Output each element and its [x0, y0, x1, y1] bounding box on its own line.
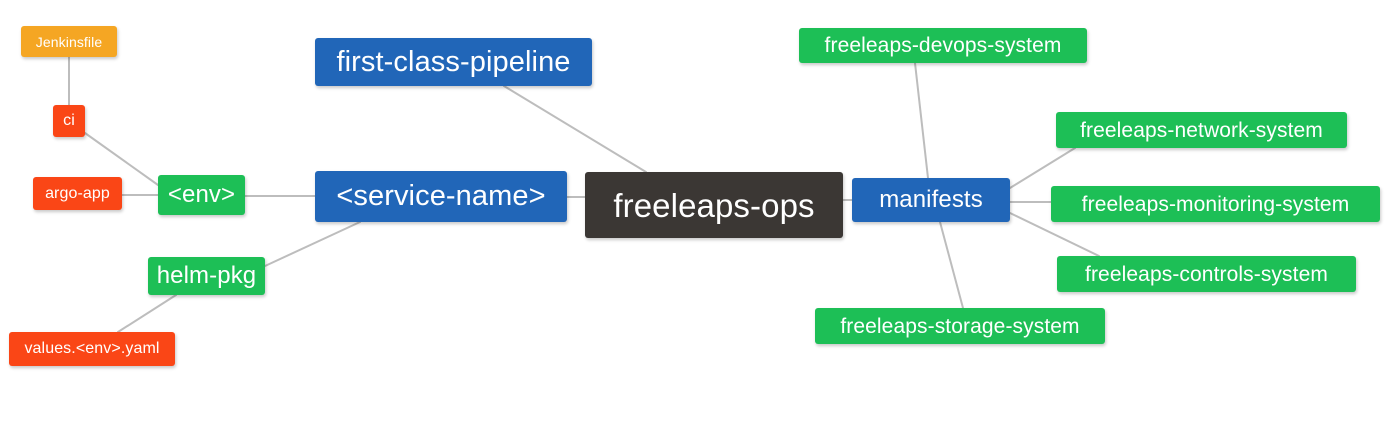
node-label-jenkinsfile: Jenkinsfile	[35, 33, 103, 50]
node-freeleaps-monitoring-system[interactable]: freeleaps-monitoring-system	[1051, 186, 1380, 222]
node-first-class-pipeline[interactable]: first-class-pipeline	[315, 38, 592, 86]
node-label-helm-pkg: helm-pkg	[156, 262, 257, 289]
edge-firstclass-ops	[503, 85, 647, 173]
node-label-manifests: manifests	[879, 186, 983, 213]
node-manifests[interactable]: manifests	[852, 178, 1010, 222]
node-values-env-yaml[interactable]: values.<env>.yaml	[9, 332, 175, 366]
node-label-freeleaps-devops-system: freeleaps-devops-system	[824, 34, 1062, 57]
node-label-freeleaps-controls-system: freeleaps-controls-system	[1085, 262, 1328, 286]
node-service-name[interactable]: <service-name>	[315, 171, 567, 222]
node-freeleaps-ops[interactable]: freeleaps-ops	[585, 172, 843, 238]
node-label-ci: ci	[63, 112, 75, 129]
edge-values-helmpkg	[117, 294, 177, 333]
edge-manifests-network	[1009, 147, 1076, 189]
node-label-freeleaps-monitoring-system: freeleaps-monitoring-system	[1081, 192, 1350, 216]
node-label-service-name: <service-name>	[336, 180, 546, 212]
edge-helmpkg-servicename	[264, 221, 361, 267]
node-label-freeleaps-network-system: freeleaps-network-system	[1080, 118, 1323, 142]
node-env[interactable]: <env>	[158, 175, 245, 215]
node-argo-app[interactable]: argo-app	[33, 177, 122, 210]
node-freeleaps-network-system[interactable]: freeleaps-network-system	[1056, 112, 1347, 148]
node-label-first-class-pipeline: first-class-pipeline	[336, 45, 571, 78]
node-ci[interactable]: ci	[53, 105, 85, 137]
node-jenkinsfile[interactable]: Jenkinsfile	[21, 26, 117, 57]
node-label-values-env-yaml: values.<env>.yaml	[24, 340, 160, 357]
node-label-freeleaps-storage-system: freeleaps-storage-system	[840, 314, 1080, 338]
edge-manifests-devops	[914, 62, 929, 179]
node-label-env: <env>	[167, 181, 236, 208]
node-label-argo-app: argo-app	[45, 184, 110, 202]
edge-manifests-storage	[939, 221, 964, 309]
node-helm-pkg[interactable]: helm-pkg	[148, 257, 265, 295]
node-freeleaps-devops-system[interactable]: freeleaps-devops-system	[799, 28, 1087, 63]
node-freeleaps-controls-system[interactable]: freeleaps-controls-system	[1057, 256, 1356, 292]
node-freeleaps-storage-system[interactable]: freeleaps-storage-system	[815, 308, 1105, 344]
node-label-freeleaps-ops: freeleaps-ops	[613, 186, 815, 224]
